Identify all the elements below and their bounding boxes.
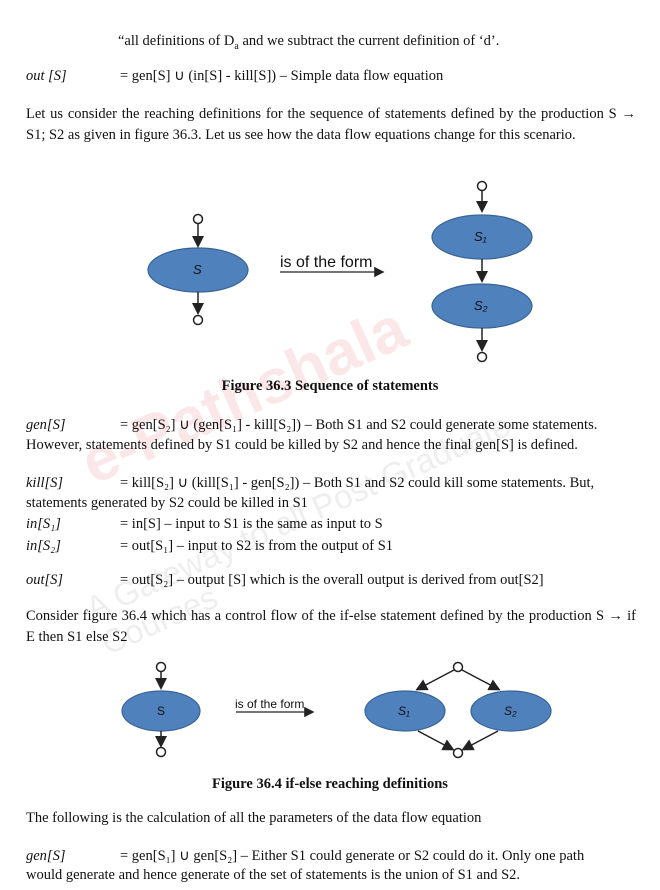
- ifelse-node-s2: [470, 690, 552, 732]
- ifelse-label-form: is of the form: [235, 697, 305, 711]
- ifelse-entry-node: [452, 661, 464, 673]
- gen-lhs: gen[S]: [26, 417, 66, 433]
- gen-continuation: However, statements defined by S1 could …: [26, 437, 578, 453]
- gen2-continuation: would generate and hence generate of the…: [26, 867, 521, 883]
- entry-node: [192, 213, 204, 225]
- in1-rhs: = in[S] – input to S1 is the same as inp…: [120, 516, 383, 532]
- quote-line: “all definitions of Da and we subtract t…: [118, 33, 499, 52]
- out-lhs: out [S]: [26, 68, 67, 84]
- figure-36-4-caption: Figure 36.4 if-else reaching definitions: [212, 776, 448, 792]
- ifelse-arrow-to-s1: [415, 669, 455, 691]
- gen2-lhs: gen[S]: [26, 848, 66, 864]
- quote-subscript: a: [234, 40, 239, 52]
- ifelse-label-s1: S₁: [398, 704, 410, 718]
- ifelse-label-s: S: [157, 704, 166, 718]
- kill-rhs: = kill[S₂] ∪ (kill[S₁] - gen[S₂]) – Both…: [120, 475, 595, 491]
- label-is-of-the-form: is of the form: [280, 254, 373, 271]
- label-s1: S₁: [474, 229, 487, 244]
- quote-text: “all definitions of D: [118, 33, 235, 49]
- paragraph-if-else: Consider figure 36.4 which has a control…: [26, 608, 636, 645]
- in2-lhs: in[S₂]: [26, 538, 61, 554]
- kill-continuation: statements generated by S2 could be kill…: [26, 495, 308, 511]
- ifelse-arrow-to-s2: [461, 669, 501, 691]
- in2-rhs: = out[S₁] – input to S2 is from the outp…: [120, 538, 394, 554]
- kill-lhs: kill[S]: [26, 475, 64, 491]
- ifelse-s-entry: [155, 661, 167, 673]
- ifelse-label-s2: S₂: [504, 704, 517, 718]
- in1-lhs: in[S₁]: [26, 516, 61, 532]
- paragraph-sequence: Let us consider the reaching definitions…: [26, 106, 636, 143]
- label-s2: S₂: [474, 298, 488, 313]
- out-rhs: = gen[S] ∪ (in[S] - kill[S]) – Simple da…: [120, 68, 444, 84]
- seq-exit-node: [476, 351, 488, 363]
- seq-entry-node: [476, 180, 488, 192]
- ifelse-arrow-from-s2: [461, 730, 499, 751]
- gen2-rhs: = gen[S₁] ∪ gen[S₂] – Either S1 could ge…: [120, 848, 585, 864]
- label-s: S: [193, 262, 202, 277]
- paragraph-calculation: The following is the calculation of all …: [26, 810, 482, 826]
- ifelse-s-exit: [155, 746, 167, 758]
- out2-lhs: out[S]: [26, 572, 64, 588]
- exit-node: [192, 314, 204, 326]
- ifelse-arrow-from-s1: [417, 730, 455, 751]
- quote-end: and we subtract the current definition o…: [238, 33, 500, 49]
- ifelse-node-s1: [364, 690, 446, 732]
- figure-36-3-caption: Figure 36.3 Sequence of statements: [221, 378, 439, 394]
- out2-rhs: = out[S₂] – output [S] which is the over…: [120, 572, 544, 588]
- ifelse-exit-node: [452, 747, 464, 759]
- gen-rhs: = gen[S₂] ∪ (gen[S₁] - kill[S₂]) – Both …: [120, 417, 598, 433]
